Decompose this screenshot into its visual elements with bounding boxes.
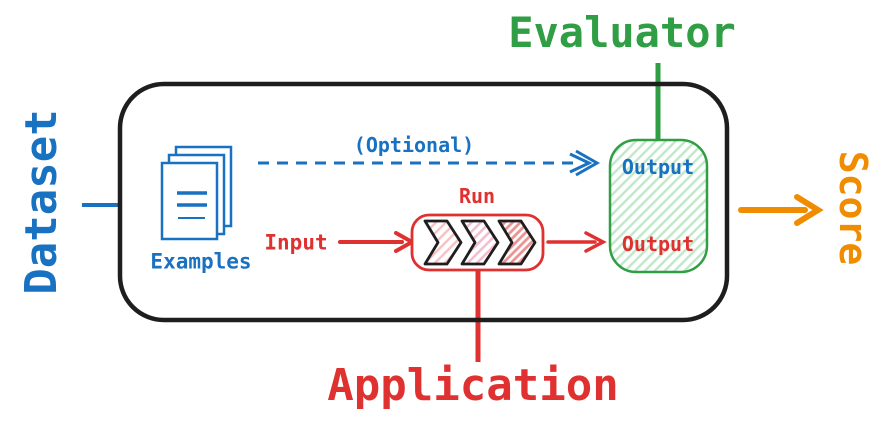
evaluator-output-box <box>608 138 709 274</box>
run-step-chevron-2 <box>460 219 500 266</box>
dataset-label: Dataset <box>16 109 67 295</box>
run-container <box>410 213 545 272</box>
run-label: Run <box>458 184 496 208</box>
run-output-arrow <box>546 231 607 253</box>
optional-dashed-arrow <box>258 149 601 177</box>
score-label: Score <box>831 150 875 266</box>
score-arrow <box>738 194 824 226</box>
evaluator-label: Evaluator <box>508 8 736 57</box>
input-arrow <box>338 231 417 253</box>
run-step-chevron-3 <box>497 219 537 266</box>
system-boundary-box <box>117 81 730 323</box>
evaluator-output-application-label: Output <box>621 232 695 256</box>
optional-label: (Optional) <box>353 133 475 157</box>
run-step-chevron-1 <box>423 219 463 266</box>
application-label: Application <box>327 360 619 411</box>
examples-document-text-lines <box>177 191 207 219</box>
input-label: Input <box>264 230 328 255</box>
evaluator-output-reference-label: Output <box>621 155 695 179</box>
examples-label: Examples <box>150 249 252 274</box>
